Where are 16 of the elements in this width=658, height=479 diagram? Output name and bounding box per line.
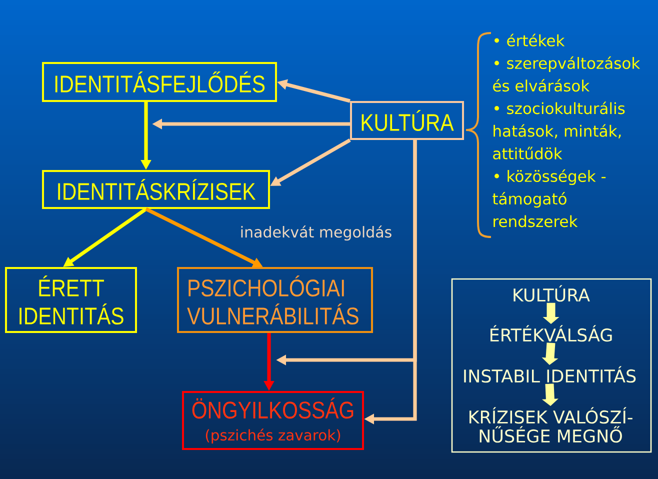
concept-box: PSZICHOLÓGIAI VULNERÁBILITÁS [177,267,373,333]
concept-box: IDENTITÁSFEJLŐDÉS [42,62,277,102]
list-item: • értékek [494,34,565,46]
step-label: ÉRTÉKVÁLSÁG [490,325,612,342]
step-label: INSTABIL IDENTITÁS [464,366,636,383]
edge-label: inadekvát megoldás [241,225,392,241]
list-item: • szociokulturális hatások, minták, attitűdök [493,102,625,160]
concept-box: KULTÚRA [350,101,464,140]
concept-box: ÖNGYILKOSSÁG (pszichés zavarok) [182,391,364,450]
list-item: • szerepváltozások és elvárások [493,56,640,92]
summary-panel [451,278,652,453]
concept-box: ÉRETT IDENTITÁS [5,267,137,333]
concept-box: IDENTITÁSKRÍZISEK [42,170,270,209]
step-label: KULTÚRA [514,285,590,302]
step-label: KRÍZISEK VALÓSZÍ- NŰSÉGE MEGNŐ [470,407,632,443]
list-item: • közösségek - támogató rendszerek [492,169,606,228]
